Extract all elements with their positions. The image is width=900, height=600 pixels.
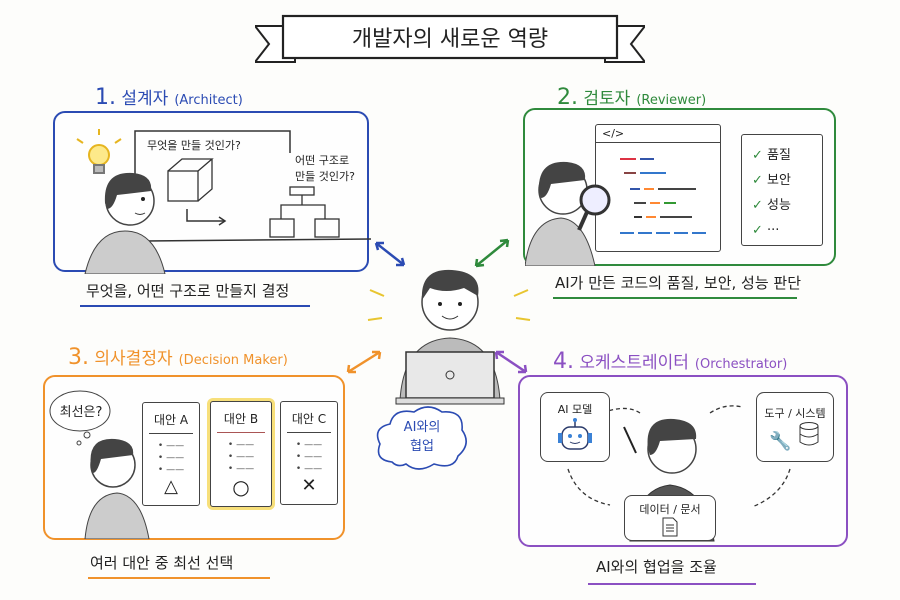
- check-icon: ✓: [752, 173, 768, 188]
- x-mark-icon: ✕: [301, 475, 317, 496]
- checklist-label: ···: [767, 223, 780, 238]
- code-lines: [620, 158, 706, 234]
- laptop-icon: [395, 351, 505, 405]
- tools-system-card: 도구 / 시스템 🔧: [756, 392, 834, 462]
- panel-title: 의사결정자: [94, 349, 173, 369]
- question-line: 어떤 구조로: [295, 154, 350, 167]
- database-icon: [799, 422, 819, 446]
- architect-panel: 무엇을 만들 것인가? 어떤 구조로 만들 것인가?: [53, 111, 371, 274]
- check-icon: ✓: [752, 223, 768, 238]
- robot-icon: [558, 418, 592, 450]
- thinking-person-avatar: [84, 172, 166, 274]
- architect-caption: 무엇을, 어떤 구조로 만들지 결정: [86, 282, 290, 300]
- reviewer-panel: </> ✓ 품질 ✓ 보안 ✓ 성능 ✓ ···: [523, 108, 836, 266]
- collaboration-cloud: [376, 406, 467, 470]
- panel-title-en: (Reviewer): [636, 93, 707, 108]
- check-icon: ✓: [752, 148, 768, 163]
- center-developer-illustration: [367, 269, 531, 405]
- pointer-stick: [623, 426, 637, 454]
- caption-underline: [553, 297, 797, 299]
- option-label: 대안 B: [217, 402, 265, 433]
- circle-mark-icon: ○: [232, 475, 250, 499]
- question-structure: 어떤 구조로 만들 것인가?: [295, 153, 355, 185]
- data-document-card: 데이터 / 문서: [624, 495, 716, 541]
- reviewer-person-avatar: [525, 161, 611, 266]
- tools-label: 도구 / 시스템: [764, 407, 826, 420]
- decision-caption: 여러 대안 중 최선 선택: [90, 554, 234, 572]
- option-card-a: 대안 A • ——• ——• —— △: [142, 402, 200, 506]
- option-label: 대안 C: [287, 402, 331, 433]
- wrench-icon: 🔧: [769, 431, 792, 452]
- reviewer-title: 2. 검토자 (Reviewer): [557, 84, 706, 110]
- orchestrator-panel: AI 모델 도구 / 시스템 🔧 데이터 / 문서: [518, 375, 848, 547]
- reviewer-caption: AI가 만든 코드의 품질, 보안, 성능 판단: [555, 274, 802, 292]
- page-title: 개발자의 새로운 역량: [351, 27, 549, 52]
- orchestrator-caption: AI와의 협업을 조율: [596, 558, 717, 576]
- decision-title: 3. 의사결정자 (Decision Maker): [68, 344, 288, 370]
- panel-title-en: (Decision Maker): [178, 353, 288, 368]
- checklist-item: ✓ 보안: [752, 168, 812, 193]
- hierarchy-diagram-icon: [269, 186, 340, 238]
- cube-icon: [167, 158, 214, 202]
- code-tag: </>: [596, 125, 720, 143]
- checklist-item: ✓ 성능: [752, 193, 812, 218]
- checklist-item: ✓ 품질: [752, 143, 812, 168]
- review-checklist: ✓ 품질 ✓ 보안 ✓ 성능 ✓ ···: [741, 134, 823, 246]
- cloud-line: AI와의: [403, 420, 441, 435]
- code-window: </>: [595, 124, 721, 252]
- data-label: 데이터 / 문서: [639, 503, 701, 516]
- panel-title: 설계자: [121, 89, 169, 109]
- checklist-item: ✓ ···: [752, 218, 812, 243]
- caption-underline: [80, 305, 310, 307]
- panel-title: 검토자: [583, 89, 631, 109]
- caption-underline: [88, 577, 270, 579]
- title-ribbon: [255, 14, 645, 63]
- ai-model-label: AI 모델: [557, 403, 593, 416]
- option-card-c: 대안 C • ——• ——• —— ✕: [280, 401, 338, 505]
- panel-title-en: (Architect): [174, 93, 243, 108]
- question-what: 무엇을 만들 것인가?: [147, 139, 241, 152]
- option-bullets: • ——• ——• ——: [295, 440, 323, 474]
- caption-underline: [588, 583, 756, 585]
- cloud-text: AI와의 협업: [372, 418, 472, 456]
- thinking-person-avatar: [49, 390, 150, 539]
- option-label: 대안 A: [149, 403, 193, 434]
- check-icon: ✓: [752, 198, 768, 213]
- orchestrator-title: 4. 오케스트레이터 (Orchestrator): [553, 348, 787, 374]
- panel-number: 4.: [553, 349, 574, 374]
- panel-number: 1.: [95, 85, 116, 110]
- document-icon: [662, 517, 678, 537]
- decision-panel: 최선은? 대안 A • ——• ——• —— △ 대안 B • ——• ——• …: [43, 375, 345, 540]
- option-bullets: • ——• ——• ——: [227, 440, 255, 474]
- panel-number: 2.: [557, 85, 578, 110]
- lightbulb-icon: [76, 129, 122, 174]
- cloud-line: 협업: [410, 439, 434, 454]
- magnifier-icon: [577, 184, 611, 231]
- option-bullets: • ——• ——• ——: [157, 441, 185, 475]
- architect-illustration: [76, 129, 371, 274]
- ai-model-card: AI 모델: [540, 392, 610, 462]
- question-line: 만들 것인가?: [295, 170, 355, 183]
- option-card-b: 대안 B • ——• ——• —— ○: [210, 401, 272, 507]
- panel-number: 3.: [68, 345, 89, 370]
- panel-title-en: (Orchestrator): [694, 357, 788, 372]
- checklist-label: 품질: [767, 148, 791, 163]
- panel-title: 오케스트레이터: [579, 353, 689, 373]
- triangle-mark-icon: △: [164, 476, 178, 497]
- thought-bubble-text: 최선은?: [59, 405, 103, 420]
- checklist-label: 보안: [767, 173, 791, 188]
- architect-title: 1. 설계자 (Architect): [95, 84, 243, 110]
- checklist-label: 성능: [767, 198, 791, 213]
